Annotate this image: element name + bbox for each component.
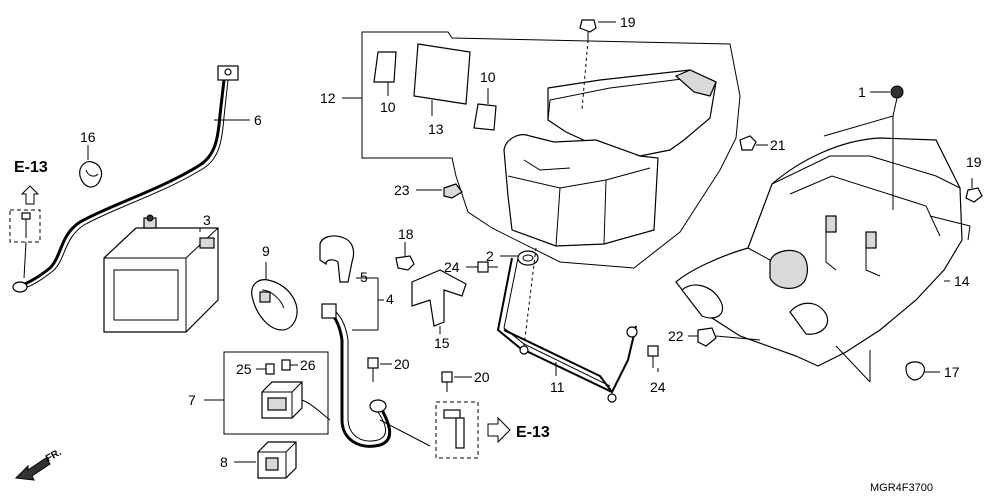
callout-21[interactable]: 21 xyxy=(770,137,786,153)
callout-16[interactable]: 16 xyxy=(80,129,96,145)
right-arrow-icon xyxy=(487,416,511,444)
callout-24b[interactable]: 24 xyxy=(650,379,666,395)
callout-19b[interactable]: 19 xyxy=(966,154,982,170)
battery-tray-12 xyxy=(503,69,717,247)
clip-22 xyxy=(697,327,717,347)
bolt-18 xyxy=(395,255,415,271)
ref-e13-right[interactable]: E-13 xyxy=(516,424,550,441)
callout-10b[interactable]: 10 xyxy=(480,69,496,85)
bolt-detail-box xyxy=(9,209,41,243)
callout-10a[interactable]: 10 xyxy=(380,99,396,115)
fuse-25 xyxy=(265,363,275,375)
terminal-cover-5 xyxy=(319,235,355,283)
battery-cable-4 xyxy=(321,303,392,448)
diagram-code: MGR4F3700 xyxy=(870,482,933,494)
battery-cable-6 xyxy=(12,65,239,293)
pad-13 xyxy=(413,43,471,105)
callout-9[interactable]: 9 xyxy=(262,243,270,259)
callout-19a[interactable]: 19 xyxy=(620,14,636,30)
callout-13[interactable]: 13 xyxy=(428,121,444,137)
bracket-15 xyxy=(411,269,467,327)
callout-20a[interactable]: 20 xyxy=(394,356,410,372)
relay-group-box xyxy=(223,351,329,435)
front-arrow-icon xyxy=(14,457,51,481)
callout-12[interactable]: 12 xyxy=(320,90,336,106)
callout-23[interactable]: 23 xyxy=(394,182,410,198)
callout-4[interactable]: 4 xyxy=(386,291,394,307)
battery-case-14 xyxy=(675,137,971,367)
bolt-19b xyxy=(965,187,983,203)
bolt-19a xyxy=(579,19,597,40)
front-indicator: FR. xyxy=(44,447,64,465)
bolt-17 xyxy=(905,361,926,381)
clip-16 xyxy=(79,161,103,188)
bolt-24a xyxy=(477,261,498,273)
bolt-24b xyxy=(647,345,659,368)
relay-8 xyxy=(257,441,297,479)
terminal-cover-9 xyxy=(251,279,298,331)
callout-7[interactable]: 7 xyxy=(188,392,196,408)
callout-3[interactable]: 3 xyxy=(203,212,211,228)
callout-25[interactable]: 25 xyxy=(236,361,252,377)
tray-group-outline xyxy=(361,31,741,269)
callout-15[interactable]: 15 xyxy=(434,335,450,351)
bolt-icon xyxy=(21,212,31,238)
callout-1[interactable]: 1 xyxy=(858,84,866,100)
callout-6[interactable]: 6 xyxy=(254,112,262,128)
bolt-21 xyxy=(739,135,757,151)
battery-3 xyxy=(103,214,219,333)
fuse-26 xyxy=(281,359,291,371)
callout-26[interactable]: 26 xyxy=(300,357,316,373)
cable-terminal-detail xyxy=(443,409,465,449)
bolt-20b xyxy=(441,371,453,392)
grommet-1 xyxy=(890,85,904,99)
bolt-20a xyxy=(367,357,379,382)
rubber-sheet-10a xyxy=(373,51,397,83)
callout-2[interactable]: 2 xyxy=(486,248,494,264)
callout-5[interactable]: 5 xyxy=(360,269,368,285)
callout-18[interactable]: 18 xyxy=(398,226,414,242)
starter-relay-7 xyxy=(261,381,303,419)
clip-23 xyxy=(443,183,463,199)
callout-11[interactable]: 11 xyxy=(550,379,565,395)
callout-14[interactable]: 14 xyxy=(954,273,970,289)
up-arrow-icon xyxy=(20,185,40,205)
cable-end-detail-box xyxy=(435,401,479,459)
grommet-2 xyxy=(517,250,539,266)
callout-20b[interactable]: 20 xyxy=(474,369,490,385)
rubber-sheet-10b xyxy=(473,103,497,131)
callout-22[interactable]: 22 xyxy=(668,328,684,344)
battery-band-11 xyxy=(496,247,638,403)
callout-8[interactable]: 8 xyxy=(220,454,228,470)
callout-24a[interactable]: 24 xyxy=(444,259,460,275)
ref-e13-left[interactable]: E-13 xyxy=(14,159,48,176)
callout-17[interactable]: 17 xyxy=(944,364,960,380)
